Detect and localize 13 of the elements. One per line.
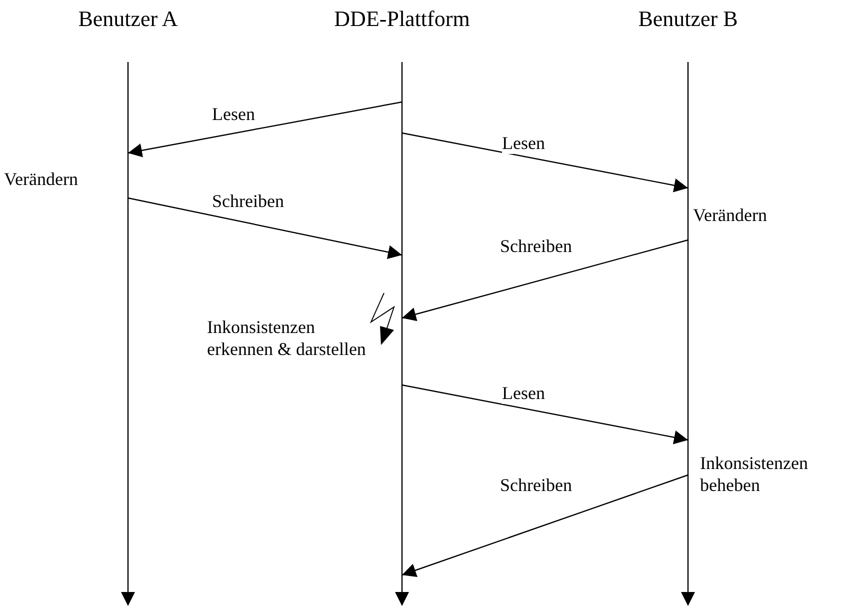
action-note: Verändern [693,204,767,226]
message-arrow [402,384,688,444]
participant-label: Benutzer A [77,6,179,32]
message-arrow [402,474,688,577]
action-note: Inkonsistenzen beheben [700,452,809,496]
participant-label: DDE-Plattform [333,6,471,32]
message-arrow [128,197,402,259]
message-arrow [402,239,688,322]
participant-label: Benutzer B [637,6,739,32]
action-note: Verändern [4,168,79,190]
message-arrow [402,132,688,192]
action-note: Inkonsistenzen erkennen & darstellen [207,316,367,360]
message-arrow [128,101,402,158]
